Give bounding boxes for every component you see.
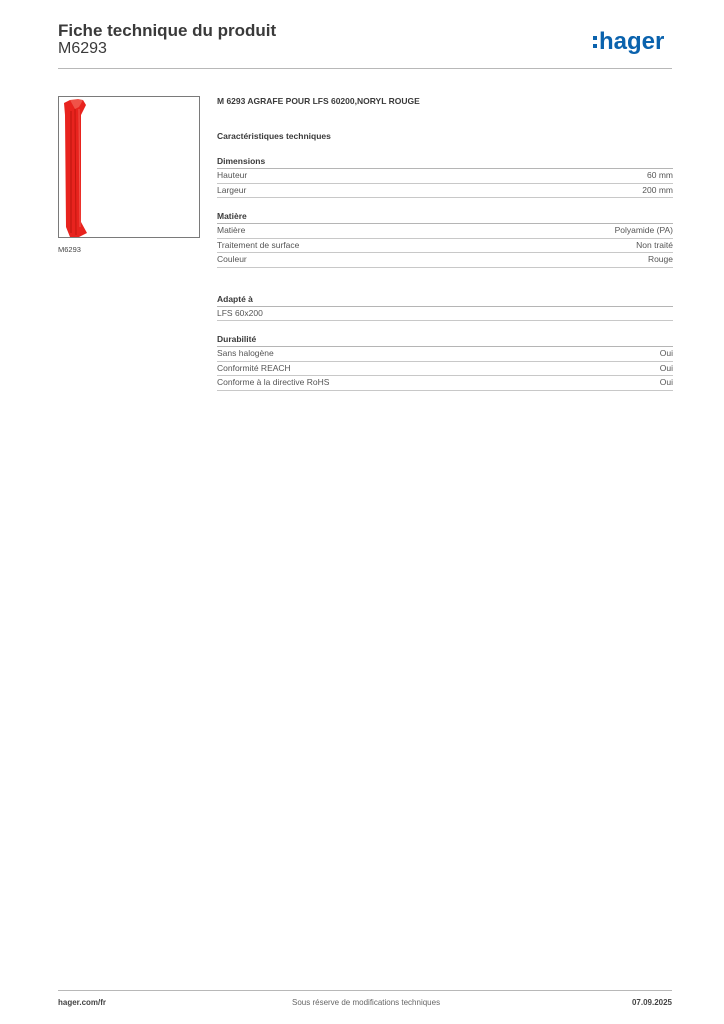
clip-top-highlight <box>70 99 83 109</box>
product-image <box>64 99 87 237</box>
spec-value: Oui <box>659 377 673 387</box>
spec-value: Oui <box>659 362 673 373</box>
group-title: Adapté à <box>217 293 673 307</box>
spec-group-compatible: Adapté à LFS 60x200 <box>217 293 673 321</box>
spec-label: Couleur <box>217 254 247 264</box>
product-reference: M6293 <box>58 40 107 57</box>
spec-value: 200 mm <box>642 184 673 195</box>
footer-website-link[interactable]: hager.com/fr <box>58 998 107 1007</box>
product-name: M 6293 AGRAFE POUR LFS 60200,NORYL ROUGE <box>217 96 420 106</box>
spec-label: Largeur <box>217 184 247 195</box>
spec-row: LFS 60x200 <box>217 307 673 321</box>
clip-edge-light <box>78 108 81 228</box>
spec-group-material: Matière Matière Polyamide (PA) Traitemen… <box>217 210 673 268</box>
group-title: Matière <box>217 210 673 224</box>
group-title: Dimensions <box>217 155 673 169</box>
clip-groove-mid <box>74 108 77 236</box>
spec-row: Sans halogène Oui <box>217 347 673 362</box>
spec-row: Conformité REACH Oui <box>217 362 673 376</box>
spec-row: Hauteur 60 mm <box>217 169 673 184</box>
spec-value: Rouge <box>647 254 673 264</box>
footer-divider <box>58 990 672 991</box>
page-title: Fiche technique du produit <box>58 21 277 40</box>
spec-group-dimensions: Dimensions Hauteur 60 mm Largeur 200 mm <box>217 155 673 198</box>
product-image-frame <box>58 96 200 238</box>
spec-section-title: Caractéristiques techniques <box>217 131 331 141</box>
logo-dot-top <box>593 36 597 40</box>
group-title: Durabilité <box>217 333 673 347</box>
spec-label: LFS 60x200 <box>217 307 263 318</box>
spec-value: Non traité <box>636 239 673 250</box>
logo-text: hager <box>599 28 664 55</box>
spec-row: Traitement de surface Non traité <box>217 239 673 253</box>
header-divider <box>58 68 672 69</box>
spec-value: Oui <box>659 348 673 358</box>
spec-row: Couleur Rouge <box>217 253 673 268</box>
spec-label: Matière <box>217 225 246 235</box>
spec-row: Conforme à la directive RoHS Oui <box>217 376 673 391</box>
spec-label: Conformité REACH <box>217 362 291 373</box>
spec-label: Traitement de surface <box>217 239 300 250</box>
spec-label: Conforme à la directive RoHS <box>217 377 330 387</box>
hager-logo: hager <box>593 27 675 57</box>
spec-value: Polyamide (PA) <box>614 225 673 235</box>
image-caption: M6293 <box>58 245 81 254</box>
spec-value: 60 mm <box>647 170 673 180</box>
spec-label: Hauteur <box>217 170 248 180</box>
logo-dot-bottom <box>593 44 597 48</box>
spec-group-sustainability: Durabilité Sans halogène Oui Conformité … <box>217 333 673 391</box>
spec-row: Matière Polyamide (PA) <box>217 224 673 239</box>
spec-label: Sans halogène <box>217 348 274 358</box>
spec-row: Largeur 200 mm <box>217 184 673 198</box>
footer-date: 07.09.2025 <box>631 998 672 1007</box>
spec-content: M 6293 AGRAFE POUR LFS 60200,NORYL ROUGE… <box>217 94 673 391</box>
footer-disclaimer: Sous réserve de modifications techniques <box>292 998 441 1007</box>
